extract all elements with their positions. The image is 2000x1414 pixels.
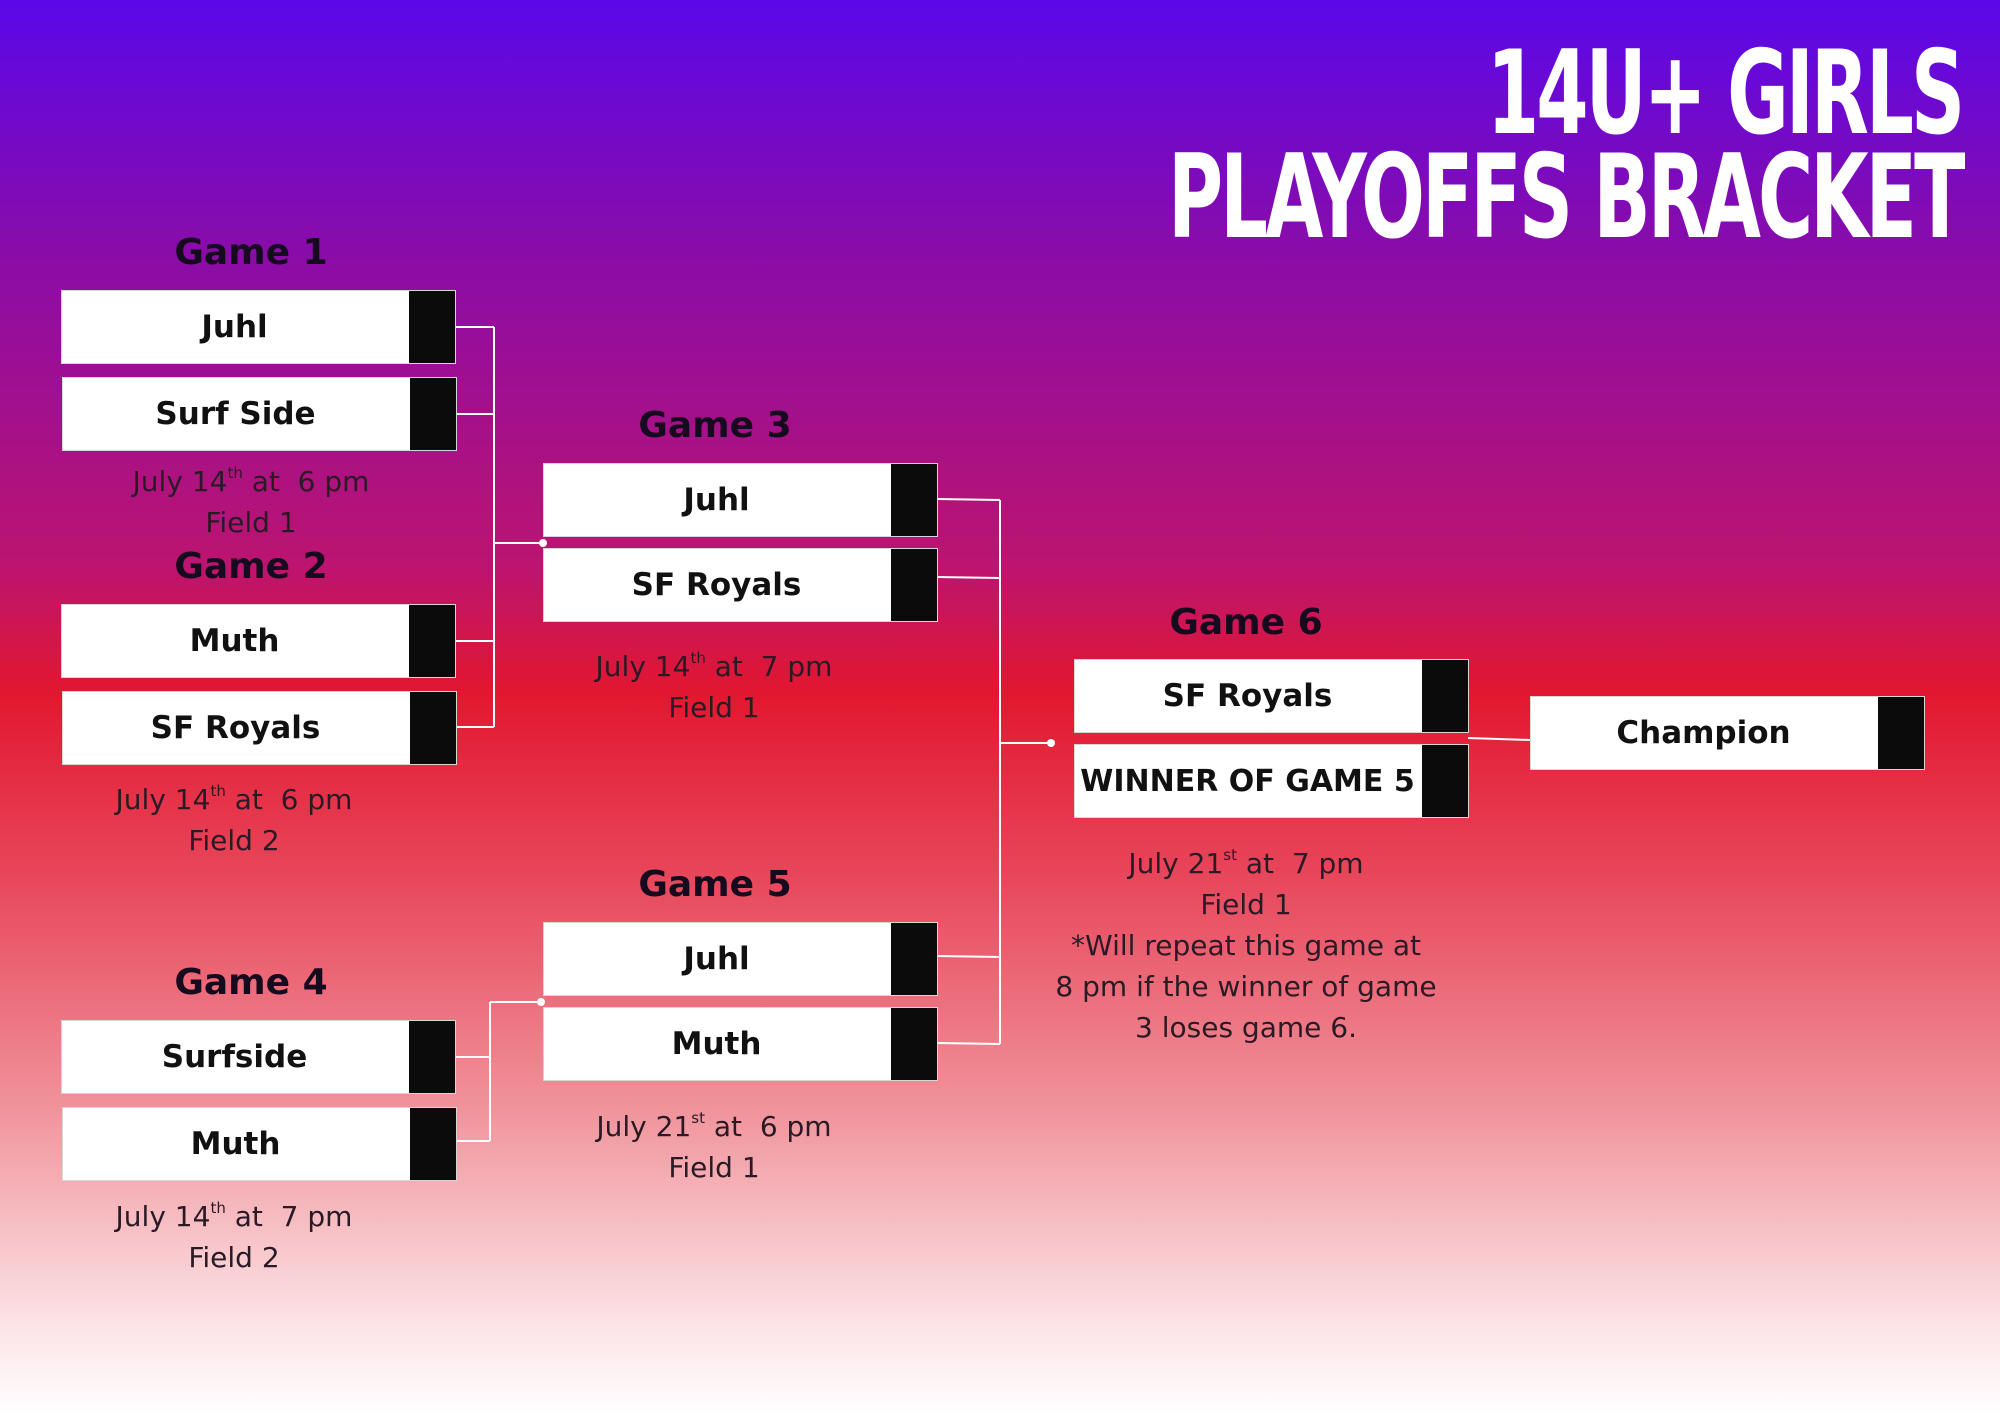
game-1-team-1-slot[interactable]: Juhl	[61, 290, 456, 364]
game-field: Field 2	[188, 824, 280, 857]
connector-line	[936, 576, 1001, 579]
game-6-team-1-slot[interactable]: SF Royals	[1074, 659, 1469, 733]
game-2-title: Game 2	[174, 546, 328, 587]
game-1-schedule: July 14th at 6 pm Field 1	[31, 461, 471, 543]
game-note-line: 3 loses game 6.	[1135, 1011, 1357, 1044]
game-2-team-2-slot[interactable]: SF Royals	[62, 691, 457, 765]
team-name: WINNER OF GAME 5	[1080, 763, 1415, 799]
game-4-team-2-slot[interactable]: Muth	[62, 1107, 457, 1181]
score-box[interactable]	[889, 923, 937, 995]
team-name: Muth	[189, 623, 280, 659]
game-2-team-1-slot[interactable]: Muth	[61, 604, 456, 678]
game-4-team-1-slot[interactable]: Surfside	[61, 1020, 456, 1094]
game-3-schedule: July 14th at 7 pm Field 1	[494, 646, 934, 728]
game-1-title: Game 1	[174, 232, 328, 273]
game-5-team-1-slot[interactable]: Juhl	[543, 922, 938, 996]
game-5-schedule: July 21st at 6 pm Field 1	[494, 1106, 934, 1188]
game-date: July 14th at 6 pm	[132, 464, 370, 498]
game-date: July 21st at 7 pm	[1128, 846, 1364, 880]
team-name: Muth	[671, 1026, 762, 1062]
title-line-1: 14U+ GIRLS	[1486, 26, 1965, 161]
score-box[interactable]	[408, 692, 456, 764]
connector-line	[936, 498, 1001, 501]
game-field: Field 2	[188, 1241, 280, 1274]
champion-label: Champion	[1616, 715, 1791, 751]
connector-dot	[1047, 739, 1055, 747]
team-name: Juhl	[683, 482, 750, 518]
score-box[interactable]	[889, 464, 937, 536]
team-name: Juhl	[683, 941, 750, 977]
game-3-team-1-slot[interactable]: Juhl	[543, 463, 938, 537]
score-box[interactable]	[408, 1108, 456, 1180]
game-5-team-2-slot[interactable]: Muth	[543, 1007, 938, 1081]
score-box[interactable]	[1420, 745, 1468, 817]
game-1-team-2-slot[interactable]: Surf Side	[62, 377, 457, 451]
game-2-schedule: July 14th at 6 pm Field 2	[14, 779, 454, 861]
team-name: SF Royals	[631, 567, 802, 603]
title-line-2: PLAYOFFS BRACKET	[1167, 130, 1964, 265]
game-date: July 14th at 6 pm	[115, 782, 353, 816]
team-name: SF Royals	[150, 710, 321, 746]
game-3-title: Game 3	[638, 405, 792, 446]
game-3-team-2-slot[interactable]: SF Royals	[543, 548, 938, 622]
game-field: Field 1	[1200, 888, 1292, 921]
game-6-schedule: July 21st at 7 pm Field 1 *Will repeat t…	[1026, 843, 1466, 1048]
game-6-title: Game 6	[1169, 602, 1323, 643]
game-field: Field 1	[668, 691, 760, 724]
team-name: Muth	[190, 1126, 281, 1162]
score-box[interactable]	[889, 1008, 937, 1080]
team-name: Surf Side	[155, 396, 316, 432]
game-6-team-2-slot[interactable]: WINNER OF GAME 5	[1074, 744, 1469, 818]
game-date: July 21st at 6 pm	[596, 1109, 832, 1143]
game-5-title: Game 5	[638, 864, 792, 905]
connector-line	[936, 955, 1001, 958]
connector-line	[936, 1042, 1001, 1045]
game-date: July 14th at 7 pm	[115, 1199, 353, 1233]
score-box[interactable]	[407, 605, 455, 677]
score-box[interactable]	[407, 1021, 455, 1093]
score-box[interactable]	[1876, 697, 1924, 769]
team-name: Surfside	[161, 1039, 308, 1075]
team-name: Juhl	[201, 309, 268, 345]
champion-slot[interactable]: Champion	[1530, 696, 1925, 770]
game-field: Field 1	[205, 506, 297, 539]
game-note-line: 8 pm if the winner of game	[1055, 970, 1437, 1003]
score-box[interactable]	[408, 378, 456, 450]
score-box[interactable]	[889, 549, 937, 621]
score-box[interactable]	[1420, 660, 1468, 732]
team-name: SF Royals	[1162, 678, 1333, 714]
score-box[interactable]	[407, 291, 455, 363]
game-4-title: Game 4	[174, 962, 328, 1003]
connector-dot	[539, 539, 547, 547]
connector-dot	[537, 998, 545, 1006]
game-note-line: *Will repeat this game at	[1071, 929, 1421, 962]
game-field: Field 1	[668, 1151, 760, 1184]
game-4-schedule: July 14th at 7 pm Field 2	[14, 1196, 454, 1278]
connector-line	[1467, 737, 1531, 741]
game-date: July 14th at 7 pm	[595, 649, 833, 683]
